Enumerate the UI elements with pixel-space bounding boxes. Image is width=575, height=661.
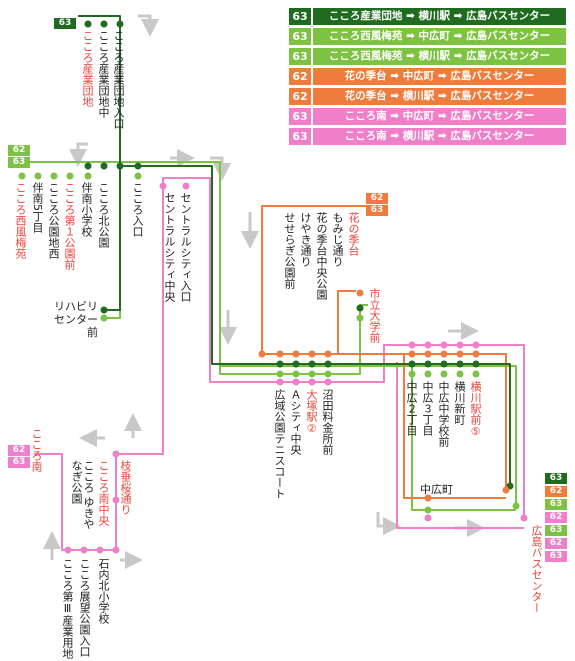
stop-label: こころ南中央 [97,460,110,526]
route-badge-63: 63 [545,525,567,536]
stop-label: こころ産業団地 [81,30,94,107]
stop-label: 広域公園テニスコート [273,389,286,499]
route-badge-63: 63 [54,18,76,29]
route-badge-62: 62 [366,193,388,204]
stop-label: こころ西風梅苑 [14,182,27,259]
route-badge-63: 63 [545,473,567,484]
stop-label: セントラルシティ中央 [163,192,176,302]
stop-label: 中広中学校前 [437,381,450,447]
stop-label: こころ公園地西 [47,182,60,259]
route-badge-63: 63 [366,205,388,216]
stop-label: もみじ通り [331,212,344,267]
stop-label: 中広２丁目 [405,381,418,436]
stop-label: 枝垂桜通り [119,460,132,515]
stop-label: セントラルシティ入口 [179,192,192,302]
pink-route-line [34,177,525,551]
green-route-nakahiro [411,366,516,511]
stop-label: こころ南 [30,428,43,472]
stop-label: こころ第１公園前 [63,182,76,270]
stop-label: 中広３丁目 [421,381,434,436]
route-badge-63: 63 [8,157,30,168]
stop-label: 広島バスセンター [530,525,543,613]
stop-label: 石内北小学校 [97,558,110,624]
stop-label: けやき通り [299,212,312,267]
route-badge-62: 62 [545,512,567,523]
stop-label: こころ ゆきやなぎ公園 [70,460,95,530]
stop-label: こころ産業団地中 [97,30,110,118]
green-route-upper [219,365,517,506]
route-badge-62: 62 [8,445,30,456]
stop-label: こころ入口 [131,182,144,237]
stop-label: 市立大学前 [368,288,381,343]
stop-label: こころ展望公園入口 [78,558,91,657]
stop-label: 伴南小学校 [80,182,93,237]
stop-label: 横川新町 [453,381,466,425]
stop-label: 花の季台中央公園 [315,212,328,300]
darkgreen-route-line [120,165,511,486]
route-badge-62: 62 [545,538,567,549]
route-badge-63: 63 [545,551,567,562]
stop-label: 伴南5丁目 [31,182,44,233]
stop-label: せせらぎ公園前 [283,212,296,289]
stop-dots [18,20,528,554]
stop-label: Ａシティ中央 [289,389,302,455]
orange-route-univ [337,290,356,354]
route-badge-62: 62 [8,145,30,156]
stop-label: 花の季台 [347,212,360,256]
stop-label: こころ北公園 [97,182,110,248]
orange-route-nakahiro [403,354,506,499]
stop-label: 横川駅前⑤ [469,381,482,438]
stop-label: こころ第Ⅲ産業用地 [61,558,74,659]
pink-route-branch [396,362,524,529]
stop-label: 大塚駅② [305,389,318,435]
route-badge-62: 62 [545,486,567,497]
stop-label: リハビリ センター前 [54,300,98,339]
route-badge-63: 63 [545,499,567,510]
route-badge-63: 63 [8,457,30,468]
stop-label: こころ産業団地入口 [112,30,125,129]
stop-label: 沼田料金所前 [321,389,334,455]
stop-label: 中広町 [420,483,453,496]
